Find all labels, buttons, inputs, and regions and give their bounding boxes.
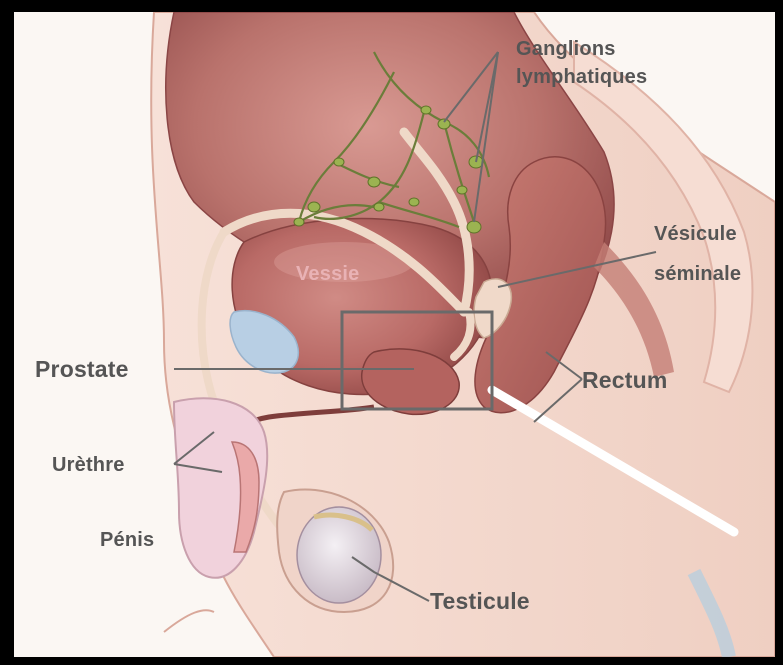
label-vessie: Vessie [296, 264, 360, 284]
anatomy-illustration [14, 12, 775, 657]
label-ganglions-line2: lymphatiques [516, 67, 647, 87]
label-vesicule-line1: Vésicule [654, 224, 737, 244]
label-ganglions-line1: Ganglions [516, 39, 616, 59]
label-rectum: Rectum [582, 369, 668, 392]
label-urethre: Urèthre [52, 455, 125, 475]
label-prostate: Prostate [35, 358, 129, 381]
testicle-organ [297, 507, 381, 603]
label-vesicule-line2: séminale [654, 264, 741, 284]
label-testicule: Testicule [430, 590, 530, 613]
label-penis: Pénis [100, 530, 154, 550]
diagram-frame: Ganglions lymphatiques Vessie Vésicule s… [14, 12, 775, 657]
